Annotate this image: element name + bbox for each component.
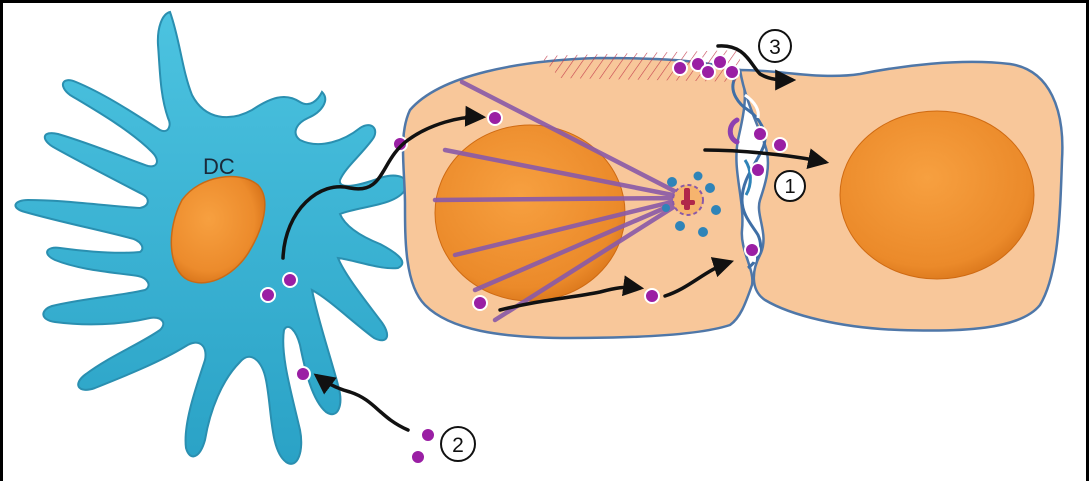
particle xyxy=(713,55,727,69)
particle xyxy=(488,111,502,125)
particle xyxy=(745,243,759,257)
particle xyxy=(296,367,310,381)
particle xyxy=(751,163,765,177)
step-3-label: 3 xyxy=(769,36,781,59)
step-2-marker: 2 xyxy=(441,427,475,461)
particle xyxy=(725,65,739,79)
particle xyxy=(773,138,787,152)
particle xyxy=(411,450,425,464)
particle xyxy=(701,65,715,79)
particle xyxy=(473,296,487,310)
step-1-marker: 1 xyxy=(775,171,805,201)
particle xyxy=(261,288,275,302)
particle xyxy=(421,428,435,442)
particle xyxy=(283,273,297,287)
step-3-marker: 3 xyxy=(759,30,791,62)
dendritic-cell: DC xyxy=(15,12,406,464)
particle xyxy=(753,127,767,141)
right-cell-nucleus xyxy=(840,111,1034,279)
step-2-label: 2 xyxy=(452,434,464,457)
particle xyxy=(645,289,659,303)
particle xyxy=(673,61,687,75)
step-1-label: 1 xyxy=(784,176,795,198)
dc-label: DC xyxy=(203,154,235,179)
